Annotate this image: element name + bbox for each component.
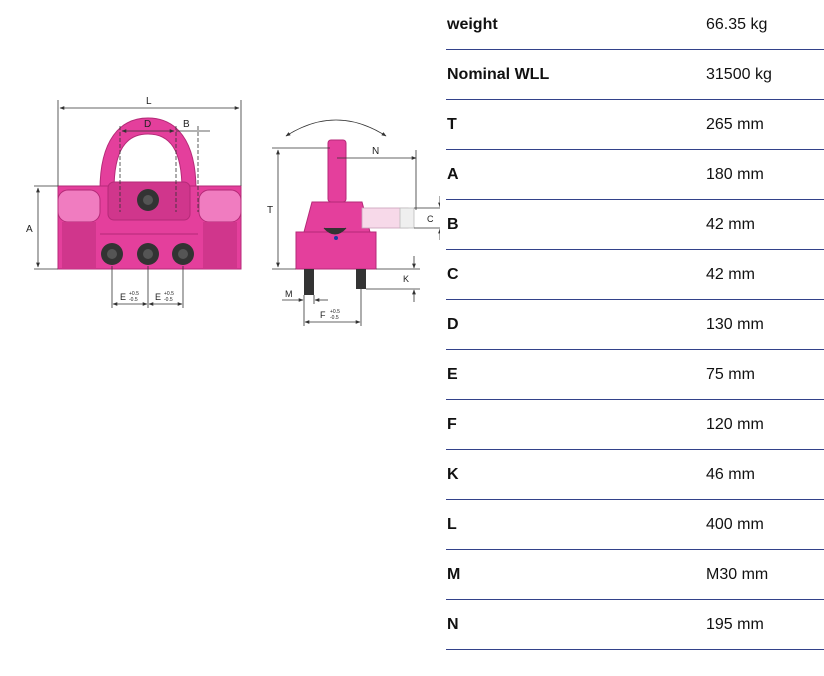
spec-value: 120 mm — [706, 399, 824, 450]
spec-label: L — [446, 499, 706, 550]
spec-row-b: B 42 mm — [446, 199, 824, 250]
spec-row-weight: weight 66.35 kg — [446, 0, 824, 50]
spec-value: 265 mm — [706, 99, 824, 150]
spec-label: E — [446, 349, 706, 400]
front-view: L D B A E +0.5 -0.5 E +0.5 -0.5 — [26, 96, 242, 308]
spec-row-l: L 400 mm — [446, 499, 824, 550]
spec-value: 42 mm — [706, 199, 824, 250]
spec-value: 75 mm — [706, 349, 824, 400]
spec-row-a: A 180 mm — [446, 149, 824, 200]
tol-plus-right: +0.5 — [164, 291, 174, 297]
tol-plus-F: +0.5 — [330, 309, 340, 315]
dim-label-M: M — [285, 289, 293, 299]
spec-value: 46 mm — [706, 449, 824, 500]
spec-value: M30 mm — [706, 549, 824, 600]
dim-label-B: B — [183, 119, 190, 130]
tol-minus-right: -0.5 — [164, 297, 173, 303]
spec-row-k: K 46 mm — [446, 449, 824, 500]
spec-label: M — [446, 549, 706, 600]
dim-label-E-right: E — [155, 292, 161, 302]
spec-label: weight — [446, 0, 706, 50]
side-ring — [327, 139, 347, 203]
spec-label: K — [446, 449, 706, 500]
tol-minus-left: -0.5 — [129, 297, 138, 303]
dim-label-L: L — [146, 96, 152, 107]
specification-table: weight 66.35 kg Nominal WLL 31500 kg T 2… — [446, 0, 824, 650]
dim-label-A: A — [26, 224, 33, 235]
bolt-icon — [356, 269, 366, 289]
spec-value: 66.35 kg — [706, 0, 824, 50]
bolt-icon — [101, 189, 194, 265]
spec-label: A — [446, 149, 706, 200]
spec-row-c: C 42 mm — [446, 249, 824, 300]
spec-row-t: T 265 mm — [446, 99, 824, 150]
tol-plus-left: +0.5 — [129, 291, 139, 297]
dim-label-C: C — [427, 214, 434, 224]
spec-label: D — [446, 299, 706, 350]
spec-value: 180 mm — [706, 149, 824, 200]
spec-value: 400 mm — [706, 499, 824, 550]
dim-label-N: N — [372, 146, 379, 157]
side-view: N T C K M F +0.5 -0.5 — [267, 119, 440, 326]
spec-row-d: D 130 mm — [446, 299, 824, 350]
dim-label-D: D — [144, 119, 151, 130]
spec-label: B — [446, 199, 706, 250]
dim-label-T: T — [267, 205, 273, 216]
spec-value: 42 mm — [706, 249, 824, 300]
spec-row-e: E 75 mm — [446, 349, 824, 400]
dim-label-K: K — [403, 274, 409, 284]
spec-label: T — [446, 99, 706, 150]
bolt-icon — [304, 269, 314, 295]
spec-value: 130 mm — [706, 299, 824, 350]
dim-label-F: F — [320, 310, 326, 320]
spec-value: 31500 kg — [706, 49, 824, 100]
spec-row-n: N 195 mm — [446, 599, 824, 650]
spec-label: C — [446, 249, 706, 300]
spec-label: Nominal WLL — [446, 49, 706, 100]
spec-label: F — [446, 399, 706, 450]
spec-row-nominal-wll: Nominal WLL 31500 kg — [446, 49, 824, 100]
spec-row-m: M M30 mm — [446, 549, 824, 600]
dim-label-E-left: E — [120, 292, 126, 302]
spec-row-f: F 120 mm — [446, 399, 824, 450]
spec-value: 195 mm — [706, 599, 824, 650]
tol-minus-F: -0.5 — [330, 315, 339, 321]
technical-drawing: L D B A E +0.5 -0.5 E +0.5 -0.5 — [26, 96, 440, 326]
spec-label: N — [446, 599, 706, 650]
